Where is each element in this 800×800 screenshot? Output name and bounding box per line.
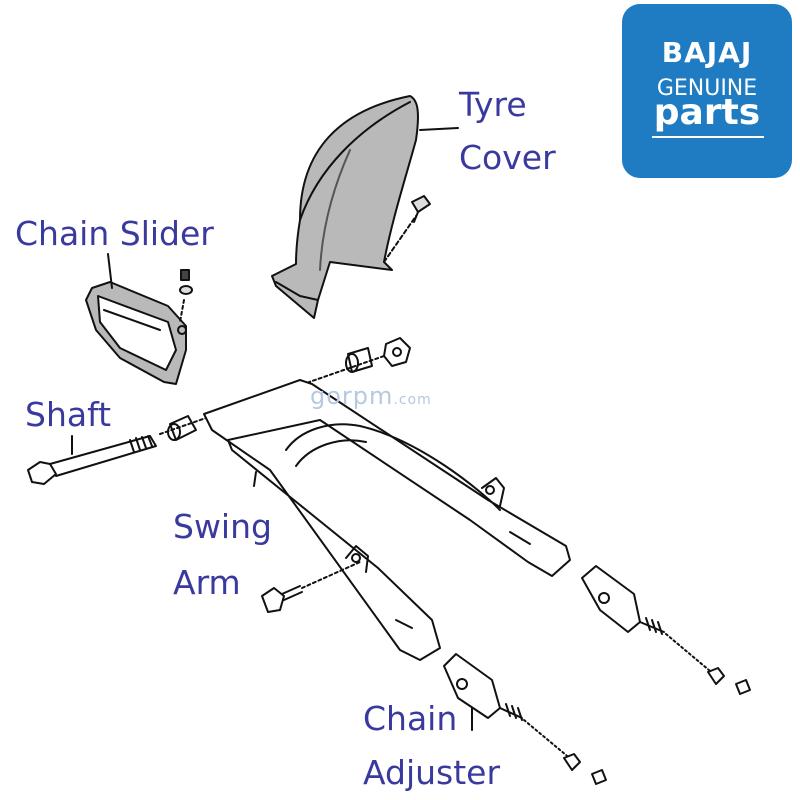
- shaft-nut: [383, 337, 411, 367]
- tyre-cover-leader: [419, 127, 459, 131]
- shaft-part: [27, 435, 157, 485]
- swing-arm-part: [203, 379, 571, 661]
- tyre-label-line1: Tyre: [459, 85, 527, 124]
- chain-slider-label: Chain Slider: [15, 214, 214, 253]
- badge-genuine: GENUINE: [656, 76, 758, 101]
- shaft-spacer: [167, 415, 197, 441]
- tyre-cover-part: [271, 95, 419, 319]
- swing-label-line1: Swing: [173, 507, 272, 546]
- cover-label-line2: Cover: [459, 138, 556, 177]
- badge-parts: parts: [653, 92, 761, 133]
- chain-slider-part: [85, 253, 187, 385]
- arm-label-line2: Arm: [173, 563, 241, 602]
- chain-label-line1: Chain: [363, 699, 458, 738]
- bajaj-genuine-parts-logo: BAJAJ GENUINE parts: [622, 4, 792, 178]
- badge-underline: [652, 136, 764, 138]
- tyre-cover-bolt: [411, 195, 431, 223]
- chain-adjuster-right: [581, 565, 751, 695]
- adjuster-label-line2: Adjuster: [363, 753, 501, 792]
- shaft-axis-line: [159, 355, 385, 435]
- badge-brand: BAJAJ: [661, 36, 753, 69]
- site-watermark: gorpm.com: [310, 382, 432, 410]
- shaft-label: Shaft: [25, 395, 112, 434]
- swing-arm-bolt: [261, 561, 361, 613]
- chain-adjuster-left: [443, 653, 607, 785]
- chain-slider-bolt: [179, 269, 193, 295]
